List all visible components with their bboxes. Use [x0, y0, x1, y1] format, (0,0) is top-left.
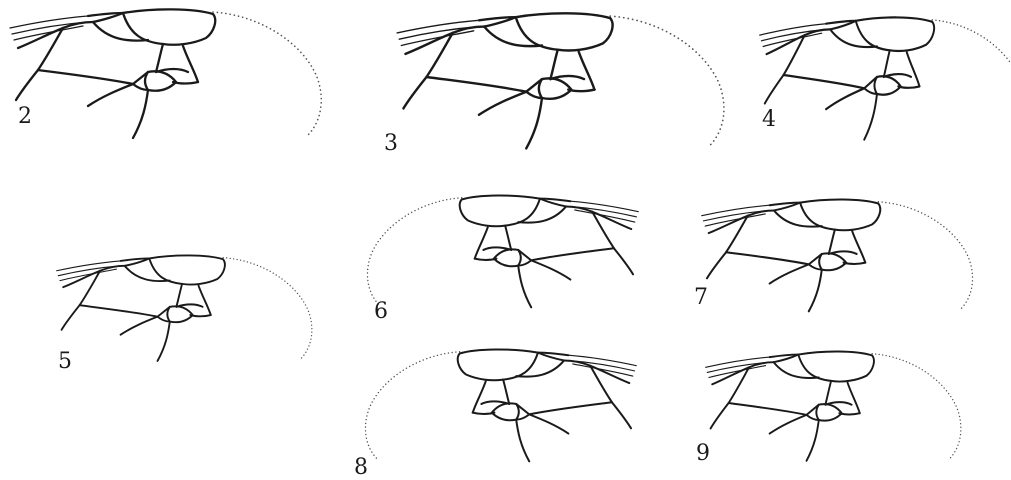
figure-label-6: 6: [374, 299, 388, 324]
wing-figure-9: 9: [696, 351, 961, 466]
figure-label-7: 7: [694, 285, 708, 310]
figure-label-3: 3: [384, 131, 398, 156]
wing-figure-4: 4: [760, 17, 1011, 139]
figure-label-8: 8: [354, 455, 368, 480]
figure-label-4: 4: [762, 107, 776, 132]
wing-figure-2: 2: [10, 9, 321, 138]
wing-figure-6: 6: [367, 195, 638, 324]
wing-figure-7: 7: [694, 199, 973, 311]
figure-label-5: 5: [58, 349, 72, 374]
figure-label-2: 2: [18, 104, 32, 129]
wing-figure-5: 5: [57, 255, 312, 374]
wing-figure-8: 8: [354, 349, 636, 480]
figure-label-9: 9: [696, 441, 710, 466]
wing-figure-3: 3: [384, 13, 724, 156]
